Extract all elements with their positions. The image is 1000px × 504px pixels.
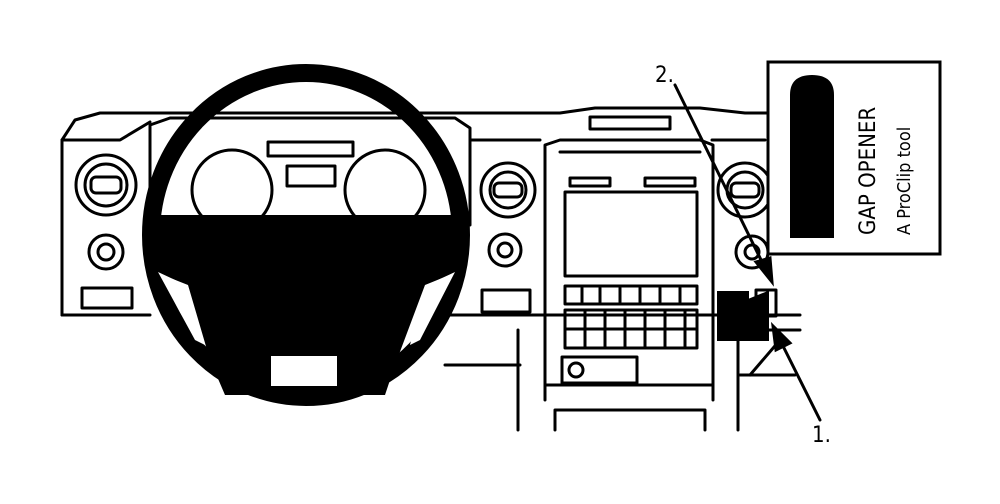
tool-card-subtitle: A ProClip tool <box>894 127 915 235</box>
callout-label-2: 2. <box>655 63 674 88</box>
gap-opener-tool-icon <box>790 75 834 238</box>
tool-card-title: GAP OPENER <box>856 107 881 235</box>
instrument-cluster <box>148 116 472 232</box>
mount-bracket-block <box>717 291 749 341</box>
steering-hub-badge <box>269 354 339 388</box>
center-left-knob <box>487 232 523 268</box>
infotainment-screen <box>563 190 699 278</box>
gap-opener-tool-card: GAP OPENER A ProClip tool <box>766 60 942 256</box>
callout-label-1: 1. <box>812 423 831 448</box>
callout-2-leader <box>673 83 767 270</box>
left-control-knob <box>87 233 125 271</box>
callout-2-arrowhead <box>753 256 774 287</box>
cluster-center-display <box>285 164 337 188</box>
steering-wheel <box>142 64 470 406</box>
cluster-top-display <box>266 140 355 158</box>
callout-1-leader <box>781 344 822 422</box>
hazard-button <box>588 115 672 131</box>
left-switch-panel <box>80 286 134 310</box>
console-lower-panel <box>560 355 639 385</box>
callout-1-arrowhead <box>770 321 793 353</box>
mount-bracket-side <box>747 290 769 341</box>
left-air-vent <box>74 153 138 217</box>
radio-button-row <box>563 284 699 306</box>
center-console <box>516 138 740 432</box>
center-left-switch <box>480 288 532 314</box>
center-left-air-vent <box>479 161 537 219</box>
steering-wheel-hub <box>150 215 462 395</box>
